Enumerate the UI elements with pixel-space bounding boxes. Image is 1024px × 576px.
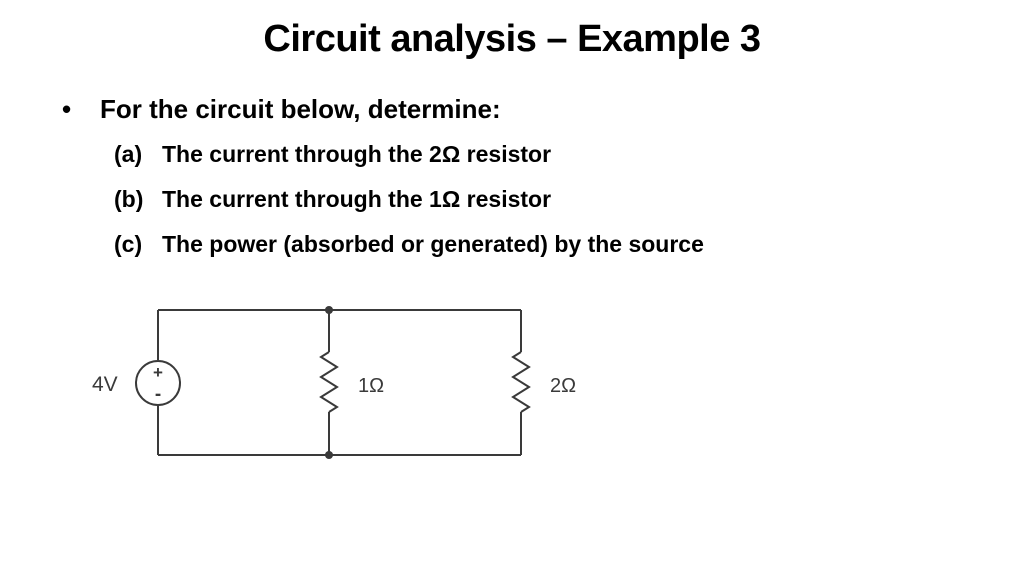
question-b-text: The current through the 1Ω resistor [162,186,552,212]
bullet-text: For the circuit below, determine: [100,94,501,124]
resistor-2-label: 2Ω [550,375,576,397]
question-a-label: (a) [114,141,143,167]
bullet-marker: • [62,94,72,124]
voltage-source-symbol [135,360,181,406]
circuit-wires [135,309,531,456]
slide-title: Circuit analysis – Example 3 [263,18,761,60]
question-c-text: The power (absorbed or generated) by the… [162,231,704,257]
bullet-line: • For the circuit below, determine: [62,94,501,125]
source-voltage-label: 4V [92,373,118,396]
question-b-label: (b) [114,186,144,212]
resistor-2-symbol [511,351,531,413]
resistor-1-symbol [319,351,339,413]
junction-dot-bottom [325,451,333,459]
question-c: (c) The power (absorbed or generated) by … [114,231,704,258]
resistor-1-label: 1Ω [358,375,384,397]
junction-dot-top [325,306,333,314]
source-plus-sign: + [153,363,163,382]
question-a: (a) The current through the 2Ω resistor [114,141,551,168]
question-c-label: (c) [114,231,143,257]
question-b: (b) The current through the 1Ω resistor [114,186,551,213]
question-a-text: The current through the 2Ω resistor [162,141,552,167]
source-minus-sign: - [155,384,161,405]
